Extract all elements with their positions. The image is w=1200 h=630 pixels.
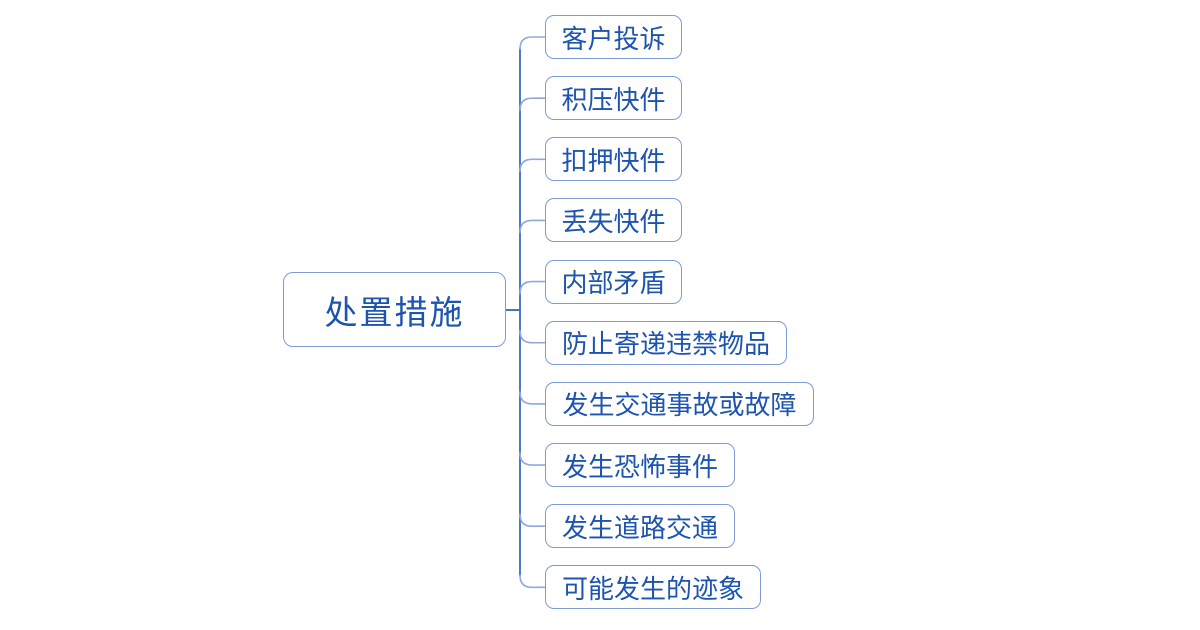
branch-node[interactable]: 防止寄递违禁物品 bbox=[545, 320, 787, 365]
branch-node[interactable]: 内部矛盾 bbox=[545, 259, 682, 304]
branch-node-label: 防止寄递违禁物品 bbox=[561, 330, 770, 360]
branch-node-label: 客户投诉 bbox=[561, 24, 666, 54]
branch-node[interactable]: 扣押快件 bbox=[545, 137, 682, 182]
branch-node-label: 扣押快件 bbox=[561, 146, 666, 176]
branch-node-label: 发生交通事故或故障 bbox=[562, 391, 797, 421]
branch-node-label: 丢失快件 bbox=[561, 207, 666, 237]
branch-node-label: 可能发生的迹象 bbox=[561, 574, 744, 604]
branch-node-label: 发生道路交通 bbox=[561, 513, 718, 543]
branch-node-label: 内部矛盾 bbox=[561, 269, 666, 299]
branch-node[interactable]: 发生道路交通 bbox=[545, 504, 735, 549]
branch-node[interactable]: 积压快件 bbox=[545, 76, 682, 121]
branch-node-label: 积压快件 bbox=[561, 85, 666, 115]
branch-node[interactable]: 发生恐怖事件 bbox=[545, 443, 735, 488]
branch-node[interactable]: 丢失快件 bbox=[545, 198, 682, 243]
branch-node[interactable]: 客户投诉 bbox=[545, 15, 682, 59]
root-node-label: 处置措施 bbox=[324, 295, 465, 332]
branch-node[interactable]: 发生交通事故或故障 bbox=[545, 381, 814, 426]
branch-node[interactable]: 可能发生的迹象 bbox=[545, 565, 761, 610]
root-node-chuzhicuoshi[interactable]: 处置措施 bbox=[283, 272, 506, 347]
branch-node-label: 发生恐怖事件 bbox=[561, 452, 718, 482]
